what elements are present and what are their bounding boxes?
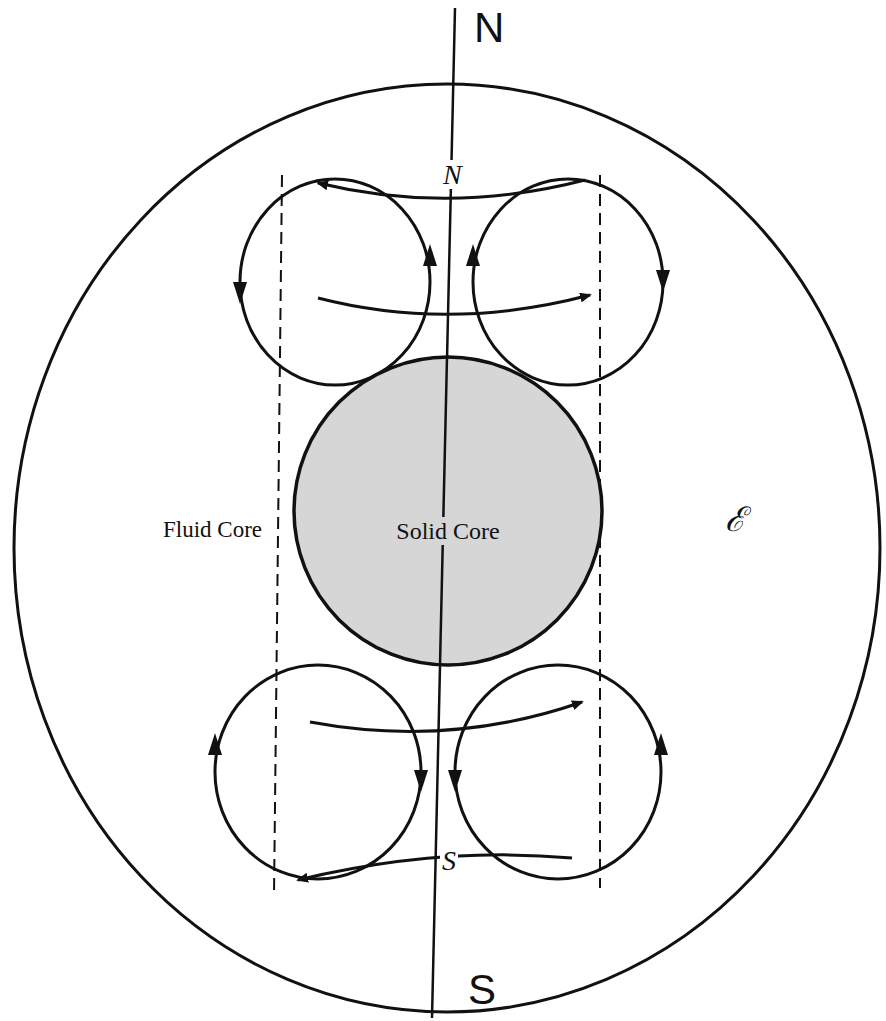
solid-core: Solid Core	[292, 355, 604, 667]
region-label: Fluid Core	[160, 516, 265, 543]
magnetic-north-label: N	[441, 160, 464, 189]
magnetic-south-label: S	[440, 846, 458, 875]
core-label: Solid Core	[393, 517, 502, 545]
solid-core-outline	[292, 355, 604, 667]
south-pole-label: S	[466, 968, 498, 1012]
region-symbol: ℰ	[722, 500, 749, 539]
loop-arrowheads	[208, 244, 670, 792]
tangent-line	[274, 175, 282, 895]
north-pole-label: N	[472, 6, 506, 50]
convection-loops	[215, 179, 663, 879]
